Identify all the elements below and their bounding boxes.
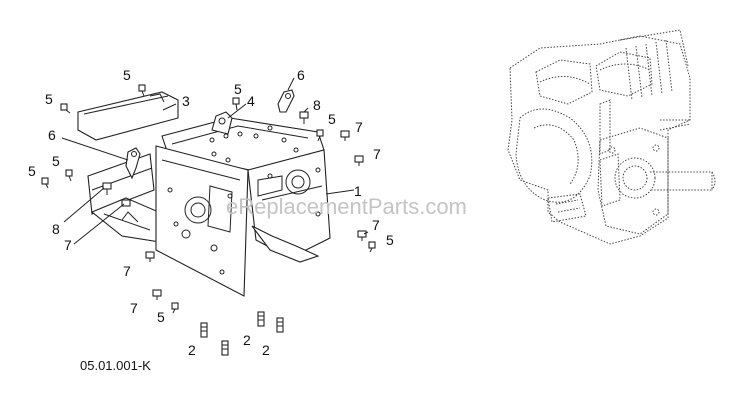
callout-7: 7: [355, 119, 363, 135]
callout-8: 8: [313, 97, 321, 113]
callout-7: 7: [64, 237, 72, 253]
fasteners: [41, 84, 376, 356]
callout-2: 2: [188, 342, 196, 358]
callout-5: 5: [45, 91, 53, 107]
callout-4: 4: [247, 93, 255, 109]
callout-5: 5: [157, 309, 165, 325]
callout-7: 7: [373, 146, 381, 162]
callout-2: 2: [262, 342, 270, 358]
leader-lines: [61, 77, 369, 245]
callout-5: 5: [234, 81, 242, 97]
callout-2: 2: [243, 332, 251, 348]
callout-6: 6: [297, 67, 305, 83]
callout-7: 7: [372, 217, 380, 233]
document-code: 05.01.001-K: [80, 358, 151, 373]
callout-8: 8: [52, 221, 60, 237]
bracket-6-upper: [277, 89, 295, 113]
watermark: eReplacementParts.com: [226, 194, 467, 219]
callout-labels: 5 5 3 5 4 6 8 5 7 7 6 5 5 1 8 7 7 5 7 7 …: [28, 67, 394, 358]
callout-5: 5: [28, 163, 36, 179]
callout-5: 5: [386, 232, 394, 248]
callout-6: 6: [48, 127, 56, 143]
bracket-4: [211, 111, 233, 135]
callout-5: 5: [123, 67, 131, 83]
callout-5: 5: [328, 111, 336, 127]
callout-1: 1: [354, 183, 362, 199]
front-panel: [155, 145, 249, 297]
engine-outline: [507, 29, 716, 245]
housing-assembly: [77, 89, 331, 297]
shield-plate: [77, 91, 179, 141]
callout-5: 5: [52, 153, 60, 169]
callout-7: 7: [130, 300, 138, 316]
callout-7: 7: [123, 263, 131, 279]
callout-3: 3: [182, 93, 190, 109]
rear-skid: [251, 225, 320, 263]
